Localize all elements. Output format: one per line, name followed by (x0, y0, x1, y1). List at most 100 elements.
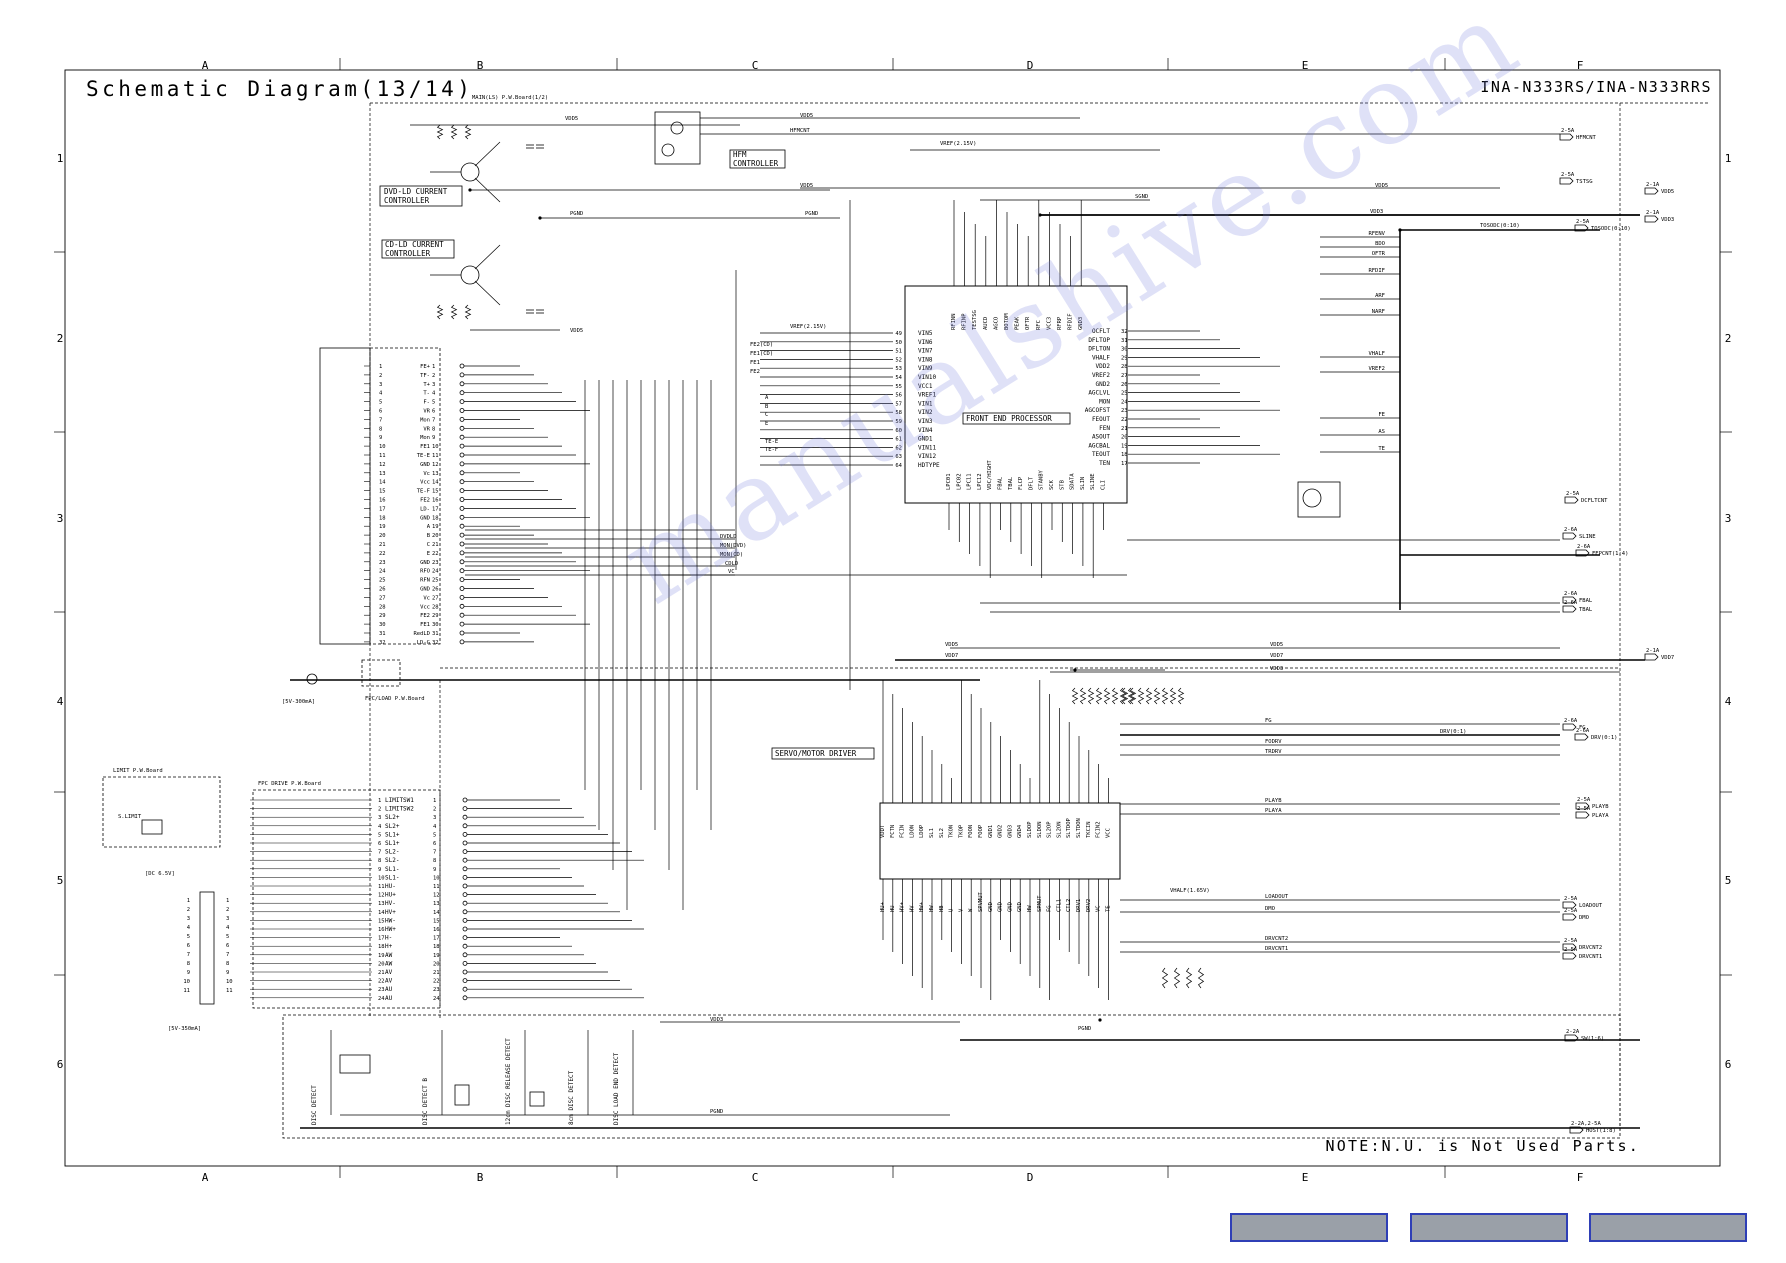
pin-terminal (459, 568, 465, 574)
pin-number: 14 (378, 910, 385, 916)
wire (474, 280, 501, 306)
servo-pin-bottom: CTL2 (1066, 899, 1072, 912)
pin-number: 11 (433, 884, 440, 890)
resistor (464, 304, 472, 320)
fep-pin-bottom: LPC01 (946, 473, 952, 490)
net-label: HFMCNT (790, 128, 811, 134)
fep-pin-top: GND3 (1078, 317, 1084, 330)
grid-col-bottom: B (477, 1171, 484, 1184)
offpage-1: TSTSG (1576, 179, 1593, 185)
pin-number: 19 (432, 524, 439, 530)
offpage-code: 2-6A (1564, 527, 1578, 533)
pin-terminal (459, 390, 465, 396)
offpage-code: 2-2A,2-5A (1571, 1121, 1601, 1127)
offpage-code: 2-5A (1564, 947, 1578, 953)
fep-pin-left: VIN5 (918, 330, 933, 337)
nav-button-1[interactable] (1230, 1213, 1388, 1242)
pin-label: SL1- (385, 874, 399, 881)
servo-pin-bottom: DRV1 (1076, 899, 1082, 912)
junction (538, 216, 542, 220)
servo-pin-bottom: TE (1105, 905, 1111, 912)
pin-terminal (459, 363, 465, 369)
fep-pin-bottom: LPC11 (967, 473, 973, 490)
pin-number: 29 (379, 613, 386, 619)
offpage-18: DRVCNT1 (1579, 954, 1602, 960)
offpage-connector (1575, 802, 1590, 810)
net-label: SGND (1135, 194, 1148, 200)
offpage-connector (1562, 952, 1577, 960)
fep-pin-num: 63 (895, 454, 902, 460)
pin-number: 5 (226, 934, 229, 940)
pin-number: 21 (432, 542, 439, 548)
pin-terminal (459, 541, 465, 547)
pin-label: Vc (423, 595, 430, 601)
pin-terminal (462, 978, 468, 983)
fep-pin-num: 32 (1121, 329, 1128, 335)
net-label: VHALF (1368, 351, 1385, 357)
pin-number: 3 (226, 916, 229, 922)
net-label: CDLD (725, 561, 738, 567)
pin-terminal (462, 892, 468, 897)
pin-label: AU (385, 986, 393, 993)
load-motor (306, 673, 318, 685)
net-label: A (765, 395, 769, 401)
nav-button-2[interactable] (1410, 1213, 1568, 1242)
net-label: FE2 (750, 369, 760, 375)
grid-row-left: 2 (57, 332, 64, 345)
pin-number: 17 (433, 936, 440, 942)
hfm-label: HFM (733, 150, 747, 159)
pin-number: 6 (379, 409, 382, 415)
fep-pin-bottom: SLINE (1090, 473, 1096, 490)
fep-pin-num: 61 (895, 437, 902, 443)
detect-board (282, 1014, 1621, 1139)
grid-row-right: 4 (1725, 695, 1732, 708)
resistor (436, 304, 444, 320)
pin-label: HU- (385, 883, 396, 890)
pin-number: 8 (379, 426, 382, 432)
pin-label: FE2 (420, 613, 430, 619)
fep-pin-left: VIN4 (918, 427, 933, 434)
pin-terminal (462, 797, 468, 803)
pin-label: HV- (385, 900, 396, 907)
fep-pin-bottom: LPC12 (977, 473, 983, 490)
pin-label: RFN (420, 578, 430, 584)
net-label: DRV(0:1) (1440, 729, 1467, 735)
servo-pin-top: FCIN2 (1096, 821, 1102, 838)
net-label: VDD5 (570, 328, 583, 334)
pin-terminal (462, 832, 468, 837)
servo-pin-top: SL2 (939, 828, 945, 838)
servo-pin-top: SLDOP (1027, 821, 1033, 838)
pin-number: 25 (432, 578, 439, 584)
offpage-connector (1559, 177, 1574, 185)
net-label: VREF2 (1368, 366, 1385, 372)
junction (1038, 213, 1042, 217)
pin-number: 12 (433, 893, 440, 899)
nav-button-3[interactable] (1589, 1213, 1747, 1242)
offpage-7: FEPCNT(1:4) (1592, 551, 1628, 557)
pin-number: 28 (379, 604, 386, 610)
detect-label: DISC DETECT (311, 1085, 318, 1125)
net-label: PGND (710, 1109, 723, 1115)
main-connector-pins (369, 347, 441, 645)
page-title: Schematic Diagram(13/14) (86, 77, 473, 101)
net-label: FE (1378, 412, 1385, 418)
dvd-ld-label: DVD-LD CURRENT (384, 187, 448, 196)
servo-pin-bottom: HV+ (900, 901, 906, 912)
pin-number: 31 (432, 631, 439, 637)
fep-pin-right: VREF2 (1092, 372, 1110, 379)
net-label: FODRV (1265, 739, 1282, 745)
offpage-3: VDD3 (1661, 217, 1674, 223)
fpc-load-box (361, 659, 401, 687)
fep-pin-top: AGCO (993, 317, 999, 330)
pin-number: 17 (432, 506, 439, 512)
servo-pin-bottom: W (968, 908, 974, 912)
fep-pin-left: VIN8 (918, 356, 933, 363)
fep-pin-right: VHALF (1092, 354, 1110, 361)
offpage-4: TOSODC(0:10) (1591, 226, 1631, 232)
component-blocks (102, 111, 1621, 1139)
pin-number: 2 (378, 807, 381, 813)
pin-number: 13 (379, 471, 386, 477)
pin-terminal (459, 532, 465, 538)
wiring (250, 117, 1645, 1129)
front-end-processor (904, 285, 1128, 504)
